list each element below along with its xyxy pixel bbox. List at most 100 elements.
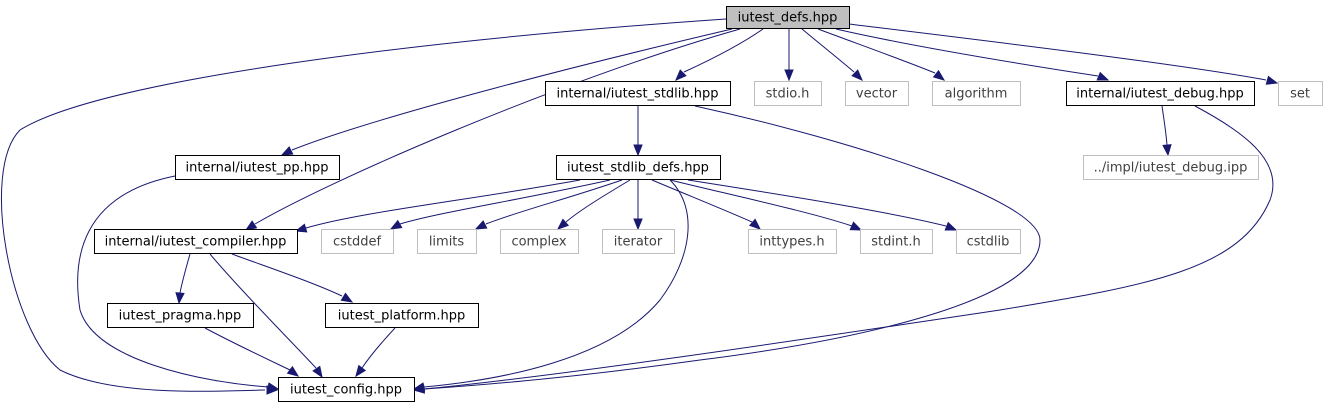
edge-arrowhead [244, 220, 258, 231]
node-label: internal/iutest_pp.hpp [186, 161, 329, 176]
edge-root-to-set [848, 23, 1279, 85]
node-vector[interactable]: vector [845, 81, 909, 106]
edge-arrowhead [849, 221, 863, 231]
node-stdio[interactable]: stdio.h [754, 81, 822, 106]
node-cstddef[interactable]: cstddef [321, 229, 394, 254]
node-label: cstddef [333, 235, 382, 250]
node-box [321, 229, 394, 254]
node-box [1066, 81, 1255, 106]
edge-arrowhead [851, 69, 863, 81]
edge-line [683, 28, 764, 73]
node-pragma[interactable]: iutest_pragma.hpp [107, 303, 254, 328]
node-box [278, 377, 415, 402]
edge-stdlibdefs-to-stdint [669, 179, 863, 231]
edge-compiler-to-pragma [175, 253, 191, 305]
edge-line [1161, 105, 1168, 146]
node-label: stdio.h [766, 87, 810, 102]
edge-stdlibdefs-to-cstddef [389, 179, 611, 230]
edge-line [361, 327, 396, 369]
edge-line [209, 253, 317, 369]
node-platform[interactable]: iutest_platform.hpp [325, 303, 479, 328]
edge-line [651, 179, 753, 223]
edge-line [848, 23, 1267, 81]
node-box [956, 229, 1021, 254]
edge-arrowhead [932, 69, 946, 81]
node-pp[interactable]: internal/iutest_pp.hpp [175, 155, 340, 180]
edges-layer [1, 18, 1279, 395]
edge-root-to-debug [835, 28, 1110, 81]
edge-line [423, 179, 689, 388]
edge-root-to-config [1, 18, 727, 395]
node-box [500, 229, 579, 254]
edge-stdlibdefs-to-limits [474, 179, 623, 230]
node-iterator[interactable]: iterator [602, 229, 675, 254]
node-box [94, 229, 298, 254]
node-compiler[interactable]: internal/iutest_compiler.hpp [94, 229, 298, 254]
edge-arrowhead [175, 292, 185, 305]
edge-line [254, 28, 741, 225]
node-inttypes[interactable]: inttypes.h [748, 229, 837, 254]
node-cstdlib[interactable]: cstdlib [956, 229, 1021, 254]
edge-stdlibdefs-to-iterator [633, 180, 643, 231]
edge-debug-to-debugipp [1161, 105, 1172, 157]
node-stdint[interactable]: stdint.h [860, 229, 933, 254]
node-box [545, 81, 731, 106]
edge-stdlibdefs-to-complex [556, 179, 631, 230]
node-label: inttypes.h [759, 235, 824, 250]
node-box [1278, 81, 1323, 106]
edge-arrowhead [294, 223, 308, 233]
edge-line [669, 179, 853, 227]
node-complex[interactable]: complex [500, 229, 579, 254]
edge-compiler-to-platform [231, 253, 354, 303]
edge-arrowhead [944, 221, 958, 231]
node-root[interactable]: iutest_defs.hpp [726, 6, 850, 29]
edge-line [399, 179, 611, 225]
edge-root-to-pp [280, 28, 733, 156]
edge-arrowhead [389, 219, 403, 230]
node-label: set [1290, 87, 1310, 102]
edge-line [835, 28, 1099, 77]
edge-pragma-to-config [204, 327, 300, 377]
node-limits[interactable]: limits [417, 229, 477, 254]
node-box [175, 155, 340, 180]
node-algorithm[interactable]: algorithm [932, 81, 1021, 106]
node-set[interactable]: set [1278, 81, 1323, 106]
edge-arrowhead [266, 382, 280, 392]
edge-line [423, 105, 1274, 390]
node-label: iterator [614, 235, 663, 250]
node-label: iutest_stdlib_defs.hpp [567, 161, 709, 176]
node-box [726, 6, 850, 29]
node-debugipp[interactable]: ../impl/iutest_debug.ipp [1083, 155, 1259, 180]
node-box [602, 229, 675, 254]
node-label: algorithm [945, 87, 1008, 102]
node-label: internal/iutest_debug.hpp [1076, 87, 1243, 102]
edge-line [423, 105, 1041, 390]
edge-arrowhead [280, 146, 294, 156]
edge-line [565, 179, 631, 223]
edge-root-to-compiler [244, 28, 741, 231]
edge-line [687, 179, 947, 227]
node-stdlib[interactable]: internal/iutest_stdlib.hpp [545, 81, 731, 106]
edge-stdlib-to-stdlibdefs [633, 106, 643, 157]
nodes-layer: iutest_defs.hpp internal/iutest_stdlib.hp… [94, 6, 1323, 402]
edge-stdlibdefs-to-config [412, 179, 689, 392]
node-label: vector [856, 87, 898, 102]
edge-arrowhead [412, 382, 426, 392]
edge-line [291, 28, 733, 151]
edge-arrowhead [784, 69, 794, 82]
edge-arrowhead [633, 144, 643, 157]
edge-arrowhead [474, 220, 488, 230]
edge-compiler-to-config [209, 253, 323, 379]
edge-arrowhead [675, 69, 687, 81]
edge-line [77, 175, 269, 388]
edge-line [485, 179, 623, 225]
edge-root-to-vector [801, 28, 863, 81]
edge-arrowhead [1162, 144, 1172, 157]
node-config[interactable]: iutest_config.hpp [278, 377, 415, 402]
node-label: iutest_config.hpp [290, 383, 402, 398]
node-box [932, 81, 1021, 106]
node-box [1083, 155, 1259, 180]
node-stdlibdefs[interactable]: iutest_stdlib_defs.hpp [556, 155, 721, 180]
node-debug[interactable]: internal/iutest_debug.hpp [1066, 81, 1255, 106]
